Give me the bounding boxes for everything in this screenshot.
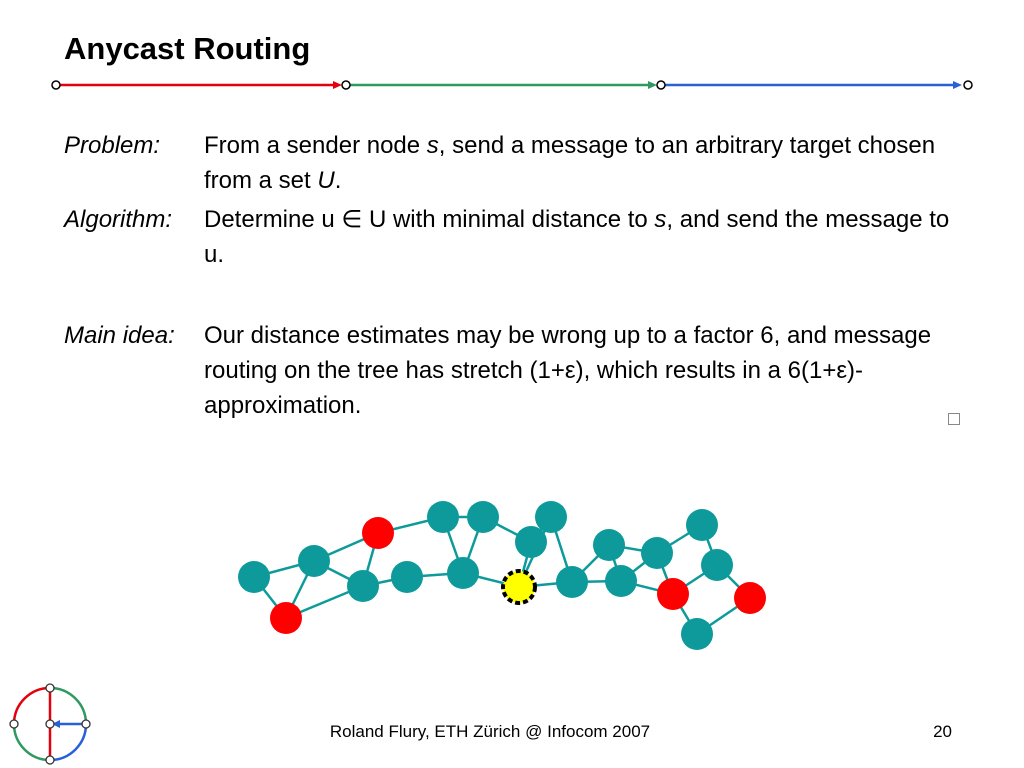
footer-text: Roland Flury, ETH Zürich @ Infocom 2007 <box>329 722 651 741</box>
logo-red-arc <box>12 686 51 725</box>
graph-node <box>467 501 499 533</box>
page-number: 20 <box>933 722 952 741</box>
logo-blue-arrowhead <box>52 720 60 728</box>
logo-dot <box>9 719 19 729</box>
graph-node <box>515 526 547 558</box>
algorithm-label: Algorithm: <box>64 206 173 233</box>
main-idea-row: Main idea: Our distance estimates may be… <box>64 318 964 423</box>
header-rule-dot <box>963 80 973 90</box>
graph-node <box>298 545 330 577</box>
main-idea-label: Main idea: <box>64 322 175 349</box>
header-rule-red-arrowhead <box>333 81 342 89</box>
eth-logo <box>9 683 91 765</box>
logo-dot <box>81 719 91 729</box>
algorithm-text-part: Determine u ∈ U with minimal distance to <box>204 206 655 233</box>
graph-node <box>556 566 588 598</box>
logo-green-arc <box>12 723 51 762</box>
header-rule <box>51 80 973 90</box>
target-node <box>734 582 766 614</box>
sender-symbol: s <box>426 132 439 159</box>
graph-node <box>347 570 379 602</box>
target-set-symbol: U <box>317 167 335 194</box>
header-rule-dot <box>341 80 351 90</box>
sender-symbol: s <box>654 206 667 233</box>
qed-box <box>948 413 960 425</box>
graph-node <box>681 618 713 650</box>
logo-green-arc <box>49 686 88 725</box>
logo-blue-arc <box>49 723 88 762</box>
main-idea-text: Our distance estimates may be wrong up t… <box>204 322 932 419</box>
problem-text-part: From a sender node <box>204 132 427 159</box>
logo-dot <box>45 755 55 765</box>
header-rule-green-arrowhead <box>648 81 657 89</box>
graph-node <box>427 501 459 533</box>
network-graph <box>238 501 766 650</box>
header-rule-dot <box>656 80 666 90</box>
graph-node <box>641 537 673 569</box>
slide-title: Anycast Routing <box>64 31 311 66</box>
target-node <box>362 517 394 549</box>
header-rule-dot <box>51 80 61 90</box>
algorithm-row: Algorithm: Determine u ∈ U with minimal … <box>64 202 964 272</box>
problem-label: Problem: <box>64 132 161 159</box>
graph-node <box>701 549 733 581</box>
problem-text: From a sender node s, send a message to … <box>204 128 964 198</box>
problem-text-part: . <box>334 167 342 194</box>
header-rule-blue-arrowhead <box>953 81 962 89</box>
logo-dot <box>45 683 55 693</box>
graph-node <box>593 529 625 561</box>
graph-node <box>535 501 567 533</box>
graph-node <box>686 509 718 541</box>
problem-text-part: , send a message to an arbitrary target … <box>204 132 936 194</box>
target-node <box>270 602 302 634</box>
algorithm-text-part: , and send the message to u. <box>204 206 950 268</box>
problem-row: Problem: From a sender node s, send a me… <box>64 128 964 198</box>
graph-node <box>238 561 270 593</box>
logo-dot <box>45 719 55 729</box>
graph-node <box>391 561 423 593</box>
graph-node <box>605 565 637 597</box>
target-node <box>657 578 689 610</box>
sender-node <box>501 569 537 605</box>
graph-node <box>447 557 479 589</box>
algorithm-text: Determine u ∈ U with minimal distance to… <box>204 202 964 272</box>
